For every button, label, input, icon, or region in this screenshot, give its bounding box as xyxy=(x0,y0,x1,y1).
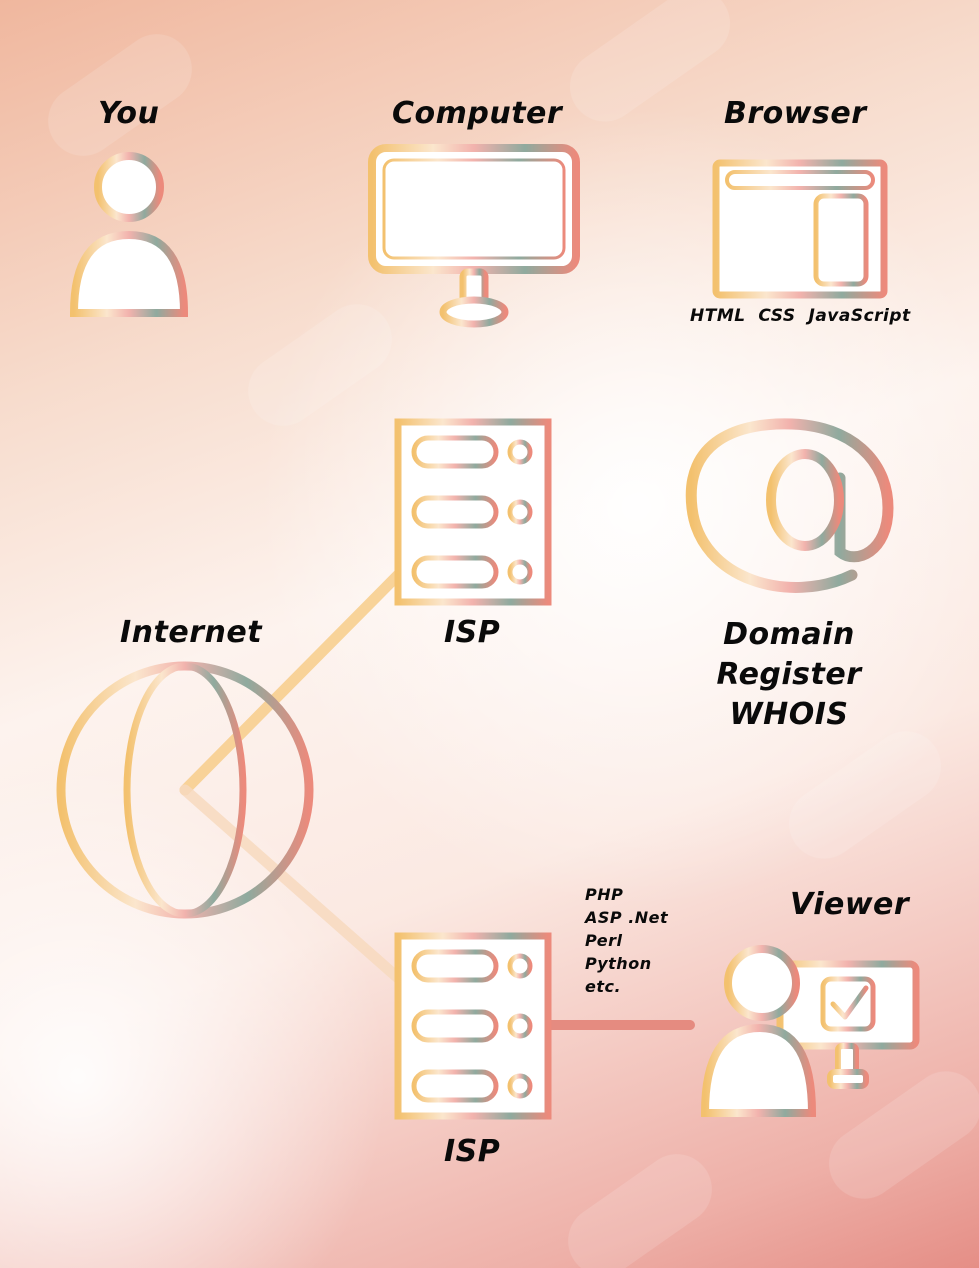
connectors xyxy=(179,215,721,1030)
viewer-label: Viewer xyxy=(790,887,910,922)
at-sign-icon xyxy=(685,418,894,593)
connector-isp-internet xyxy=(179,569,404,796)
domain-label-line: Register xyxy=(716,657,862,692)
language-item: Python xyxy=(585,954,652,973)
server-icon xyxy=(394,932,552,1120)
browser-technologies: HTML CSS JavaScript xyxy=(690,306,911,326)
monitor-icon xyxy=(368,144,580,328)
internet-label: Internet xyxy=(120,615,263,650)
viewer-icon xyxy=(700,945,920,1117)
checkbox-icon xyxy=(820,976,876,1032)
server-languages-list: PHP ASP .Net Perl Python etc. xyxy=(585,883,668,998)
server-icon xyxy=(394,418,552,606)
user-icon xyxy=(69,152,189,317)
you-label: You xyxy=(98,96,160,131)
isp-top-label: ISP xyxy=(444,615,501,650)
background-shapes xyxy=(48,0,979,1268)
language-item: Perl xyxy=(585,931,623,950)
browser-window-icon xyxy=(712,159,888,299)
domain-label-line: Domain xyxy=(723,617,855,652)
language-item: PHP xyxy=(585,885,624,904)
browser-label: Browser xyxy=(724,96,867,131)
domain-label: Domain Register WHOIS xyxy=(694,615,884,735)
globe-icon xyxy=(56,661,314,919)
domain-label-line: WHOIS xyxy=(729,697,849,732)
connector-internet-isp xyxy=(179,784,404,984)
isp-bottom-label: ISP xyxy=(444,1134,501,1169)
language-item: ASP .Net xyxy=(585,908,669,927)
computer-label: Computer xyxy=(392,96,563,131)
language-item: etc. xyxy=(585,977,622,996)
